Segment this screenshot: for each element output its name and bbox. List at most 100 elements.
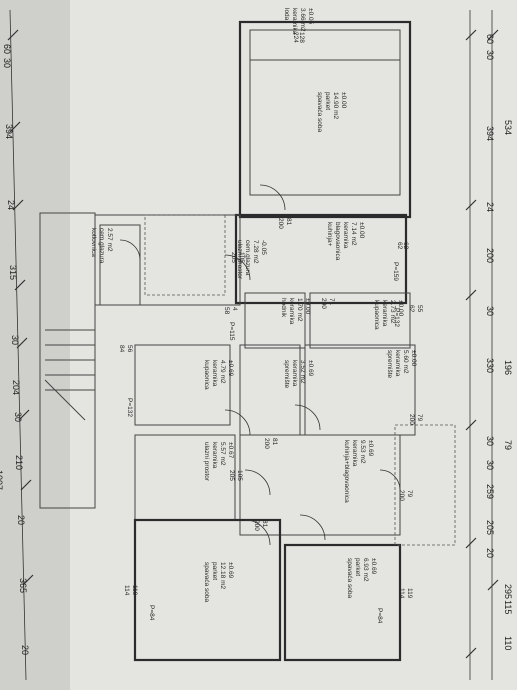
- room-label-line: 4.79 m2: [219, 360, 226, 384]
- room-label-line: 9.53 m2: [359, 440, 366, 464]
- room-spavaca-soba-3: spavaća soba parket 6.93 m2 ±0.69: [346, 558, 377, 598]
- dimensions-right: 60 30 534 394 24 200 30 330 196 79 295 1…: [485, 34, 513, 650]
- opening-29: 200: [253, 520, 260, 531]
- opening-21: 200: [408, 414, 415, 425]
- room-label-line: 12.18 m2: [219, 562, 226, 589]
- room-hodnik: hodnik keramika 1.70 m2 ±0.00: [280, 298, 311, 325]
- dim-right-2: 534: [503, 120, 513, 135]
- room-label-line: spremište: [283, 360, 290, 389]
- room-label-line: ±0.00: [397, 300, 404, 317]
- room-label-line: 6.93 m2: [362, 558, 369, 582]
- opening-33: 119: [406, 588, 413, 599]
- room-spavaca-soba-1: spavaća soba parket 14.90 m2 ±0.00: [316, 92, 347, 132]
- opening-11: 55: [416, 305, 423, 313]
- dim-right-16: 30: [485, 436, 495, 446]
- dim-left-2: 394: [4, 124, 14, 139]
- room-label-line: kupaonica: [373, 300, 380, 330]
- room-label-line: keramika: [211, 442, 218, 469]
- opening-30: 119: [131, 585, 138, 596]
- room-label-line: ±0.00: [304, 298, 311, 315]
- opening-1: 224: [292, 32, 299, 43]
- room-label-line: spavaća soba: [203, 562, 210, 602]
- room-label-line: 3.52 m2: [299, 360, 306, 384]
- dim-right-7: 330: [485, 358, 495, 373]
- dim-right-15: 259: [485, 484, 495, 499]
- dim-right-13: 205: [485, 520, 495, 535]
- dim-left-0: 60: [2, 44, 12, 54]
- dim-right-8: 196: [503, 360, 513, 375]
- dim-right-6: 30: [485, 306, 495, 316]
- opening-14: 4: [231, 307, 238, 311]
- room-label-line: ±0.69: [227, 360, 234, 377]
- room-label-line: spavaća soba: [316, 92, 323, 132]
- room-label-line: parket: [211, 562, 218, 580]
- doors: [119, 184, 401, 546]
- room-label-line: ±0.69: [227, 562, 234, 579]
- room-spremiste-1: spremište keramika 5.60 m2 ±0.00: [386, 350, 417, 379]
- room-spavaca-soba-2: spavaća soba parket 12.18 m2 ±0.69: [203, 562, 234, 602]
- opening-17: 56: [126, 345, 133, 353]
- opening-26: 79: [406, 490, 413, 498]
- opening-7: 62: [396, 242, 403, 250]
- room-label-line: cem.glazura: [244, 240, 251, 276]
- opening-labels: 128 224 81 200 105 205 62 62 P=159 71 20…: [118, 32, 423, 624]
- dim-left-5: 30: [10, 335, 20, 345]
- room-ulazni-prostor-1: ulazni prostor cem.glazura 7.28 m2 -0.05: [236, 240, 267, 280]
- dim-right-12: 110: [503, 636, 513, 650]
- dim-right-0: 60: [485, 34, 495, 44]
- room-kuhinja: kuhinja+ blagovaonica keramika 7.14 m2 ±…: [326, 222, 365, 261]
- opening-24: 105: [236, 470, 243, 481]
- opening-35: P=84: [376, 608, 383, 624]
- room-kuhinja-2: kuhinja+blagovaonica keramika 9.53 m2 ±0…: [343, 440, 374, 503]
- room-label-line: kuhinja+: [326, 222, 333, 247]
- opening-8: P=159: [392, 262, 399, 281]
- dim-right-4: 24: [485, 202, 495, 212]
- room-label-line: keramika: [291, 8, 298, 35]
- opening-32: P=84: [148, 605, 155, 621]
- dim-right-17: 30: [485, 460, 495, 470]
- room-label-line: parket: [324, 92, 331, 110]
- dim-right-14: 20: [485, 548, 495, 558]
- room-label-line: 7.14 m2: [350, 222, 357, 246]
- room-label-line: ±0.69: [367, 440, 374, 457]
- opening-5: 205: [230, 252, 237, 263]
- room-label-line: keramika: [291, 360, 298, 387]
- room-label-line: keramika: [211, 360, 218, 387]
- room-label-line: spremište: [386, 350, 393, 379]
- room-label-line: parket: [354, 558, 361, 576]
- dim-left-1: 30: [2, 58, 12, 68]
- room-label-line: 2.57 m2: [106, 228, 113, 252]
- dim-left-8: 210: [14, 455, 24, 470]
- room-label-line: blagovaonica: [334, 222, 341, 261]
- opening-18: 84: [118, 345, 125, 353]
- room-label-line: kuhinja+blagovaonica: [343, 440, 350, 503]
- room-kotlovnica: kotlovnica cem.glazura 2.57 m2: [90, 228, 113, 264]
- dimension-ticks: [7, 29, 499, 659]
- opening-0: 128: [298, 32, 305, 43]
- dim-left-10: 365: [18, 578, 28, 593]
- room-label-line: ±0.00: [358, 222, 365, 239]
- walls: [39, 20, 456, 662]
- room-label-line: cem.glazura: [98, 228, 105, 264]
- room-label-line: 1.70 m2: [296, 298, 303, 322]
- dimensions-left: 60 30 394 24 315 30 204 30 210 20 365 20…: [0, 44, 30, 655]
- room-label-line: 5.57 m2: [219, 442, 226, 466]
- dim-left-9: 20: [16, 515, 26, 525]
- dim-right-1: 30: [485, 50, 495, 60]
- opening-27: 200: [398, 490, 405, 501]
- opening-25: 205: [228, 470, 235, 481]
- room-label-line: ulazni prostor: [236, 240, 243, 280]
- room-label-line: ±0.69: [307, 360, 314, 377]
- opening-34: 114: [398, 588, 405, 599]
- dim-left-12: 1007: [0, 470, 4, 490]
- room-label-line: kotlovnica: [90, 228, 97, 257]
- room-label-line: spavaća soba: [346, 558, 353, 598]
- room-label-line: 5.60 m2: [402, 350, 409, 374]
- opening-9: 71: [328, 298, 335, 306]
- opening-20: 79: [416, 414, 423, 422]
- dim-left-7: 30: [13, 412, 23, 422]
- room-label-line: keramika: [394, 350, 401, 377]
- dim-right-9: 79: [503, 440, 513, 450]
- room-kupaonica-1: kupaonica keramika 2.73 m2 ±0.00: [373, 300, 404, 330]
